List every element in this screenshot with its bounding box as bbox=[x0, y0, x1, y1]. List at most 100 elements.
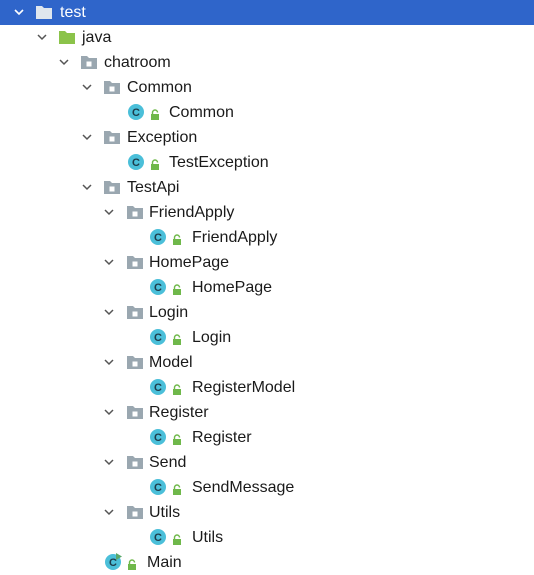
tree-node-label: Common bbox=[127, 79, 192, 96]
tree-node-common-package[interactable]: Common bbox=[0, 75, 534, 100]
chevron-down-icon[interactable] bbox=[103, 256, 115, 268]
package-icon bbox=[104, 181, 120, 194]
tree-node-model-package[interactable]: Model bbox=[0, 350, 534, 375]
package-icon bbox=[81, 56, 97, 69]
tree-node-label: Utils bbox=[149, 504, 181, 521]
tree-node-label: TestApi bbox=[127, 179, 180, 196]
svg-text:C: C bbox=[154, 232, 162, 244]
tree-node-chatroom[interactable]: chatroom bbox=[0, 50, 534, 75]
chevron-down-icon[interactable] bbox=[103, 506, 115, 518]
class-icon: C bbox=[128, 104, 144, 120]
package-icon bbox=[104, 81, 120, 94]
tree-node-sendmessage-class[interactable]: C SendMessage bbox=[0, 475, 534, 500]
tree-node-label: Model bbox=[149, 354, 193, 371]
lock-icon bbox=[173, 534, 181, 545]
class-icon: C bbox=[150, 379, 166, 395]
class-icon: C bbox=[150, 279, 166, 295]
tree-node-label: Register bbox=[192, 429, 252, 446]
chevron-down-icon[interactable] bbox=[103, 456, 115, 468]
class-icon: C bbox=[150, 429, 166, 445]
tree-node-label: FriendApply bbox=[192, 229, 278, 246]
lock-icon bbox=[173, 434, 181, 445]
svg-text:C: C bbox=[154, 432, 162, 444]
tree-node-login-class[interactable]: C Login bbox=[0, 325, 534, 350]
tree-node-exception-package[interactable]: Exception bbox=[0, 125, 534, 150]
tree-node-registermodel-class[interactable]: C RegisterModel bbox=[0, 375, 534, 400]
tree-node-testexception-class[interactable]: C TestException bbox=[0, 150, 534, 175]
tree-node-register-package[interactable]: Register bbox=[0, 400, 534, 425]
tree-node-label: Send bbox=[149, 454, 187, 471]
lock-icon bbox=[173, 334, 181, 345]
tree-node-common-class[interactable]: C Common bbox=[0, 100, 534, 125]
lock-icon bbox=[151, 109, 159, 120]
tree-node-label: Login bbox=[149, 304, 189, 321]
tree-node-java[interactable]: java bbox=[0, 25, 534, 50]
package-icon bbox=[127, 406, 143, 419]
tree-node-label: Main bbox=[147, 554, 182, 571]
chevron-down-icon[interactable] bbox=[103, 406, 115, 418]
lock-icon bbox=[173, 234, 181, 245]
tree-node-homepage-package[interactable]: HomePage bbox=[0, 250, 534, 275]
lock-icon bbox=[128, 559, 136, 570]
package-icon bbox=[104, 131, 120, 144]
package-icon bbox=[127, 206, 143, 219]
tree-node-label: TestException bbox=[169, 154, 269, 171]
folder-icon bbox=[36, 6, 52, 19]
tree-node-friendapply-package[interactable]: FriendApply bbox=[0, 200, 534, 225]
tree-node-homepage-class[interactable]: C HomePage bbox=[0, 275, 534, 300]
chevron-down-icon[interactable] bbox=[13, 6, 25, 18]
lock-icon bbox=[173, 284, 181, 295]
package-icon bbox=[127, 356, 143, 369]
class-icon: C bbox=[150, 329, 166, 345]
tree-node-send-package[interactable]: Send bbox=[0, 450, 534, 475]
chevron-down-icon[interactable] bbox=[103, 356, 115, 368]
tree-node-testapi-package[interactable]: TestApi bbox=[0, 175, 534, 200]
svg-text:C: C bbox=[154, 382, 162, 394]
svg-text:C: C bbox=[154, 532, 162, 544]
package-icon bbox=[127, 456, 143, 469]
tree-node-label: FriendApply bbox=[149, 204, 235, 221]
svg-text:C: C bbox=[132, 107, 140, 119]
class-icon: C bbox=[150, 529, 166, 545]
tree-node-label: Exception bbox=[127, 129, 198, 146]
svg-text:C: C bbox=[154, 482, 162, 494]
tree-node-label: Register bbox=[149, 404, 209, 421]
svg-text:C: C bbox=[109, 557, 117, 569]
tree-node-login-package[interactable]: Login bbox=[0, 300, 534, 325]
tree-node-label: chatroom bbox=[104, 54, 171, 71]
source-folder-icon bbox=[59, 31, 75, 44]
chevron-down-icon[interactable] bbox=[36, 31, 48, 43]
lock-icon bbox=[151, 159, 159, 170]
chevron-down-icon[interactable] bbox=[81, 181, 93, 193]
lock-icon bbox=[173, 384, 181, 395]
tree-node-label: SendMessage bbox=[192, 479, 295, 496]
package-icon bbox=[127, 306, 143, 319]
tree-node-label: Utils bbox=[192, 529, 224, 546]
chevron-down-icon[interactable] bbox=[81, 131, 93, 143]
tree-node-label: Login bbox=[192, 329, 232, 346]
chevron-down-icon[interactable] bbox=[103, 206, 115, 218]
tree-node-utils-package[interactable]: Utils bbox=[0, 500, 534, 525]
svg-text:C: C bbox=[132, 157, 140, 169]
tree-node-register-class[interactable]: C Register bbox=[0, 425, 534, 450]
package-icon bbox=[127, 506, 143, 519]
svg-text:C: C bbox=[154, 332, 162, 344]
tree-node-label: HomePage bbox=[192, 279, 273, 296]
svg-text:C: C bbox=[154, 282, 162, 294]
tree-node-label: RegisterModel bbox=[192, 379, 296, 396]
tree-node-main-class[interactable]: C Main bbox=[0, 550, 534, 575]
tree-node-utils-class[interactable]: C Utils bbox=[0, 525, 534, 550]
chevron-down-icon[interactable] bbox=[81, 81, 93, 93]
package-icon bbox=[127, 256, 143, 269]
chevron-down-icon[interactable] bbox=[103, 306, 115, 318]
runnable-class-icon: C bbox=[105, 553, 122, 570]
class-icon: C bbox=[150, 479, 166, 495]
tree-node-label: test bbox=[60, 4, 86, 21]
class-icon: C bbox=[128, 154, 144, 170]
chevron-down-icon[interactable] bbox=[58, 56, 70, 68]
class-icon: C bbox=[150, 229, 166, 245]
tree-node-friendapply-class[interactable]: C FriendApply bbox=[0, 225, 534, 250]
tree-node-test[interactable]: test bbox=[0, 0, 534, 25]
tree-node-label: Common bbox=[169, 104, 234, 121]
